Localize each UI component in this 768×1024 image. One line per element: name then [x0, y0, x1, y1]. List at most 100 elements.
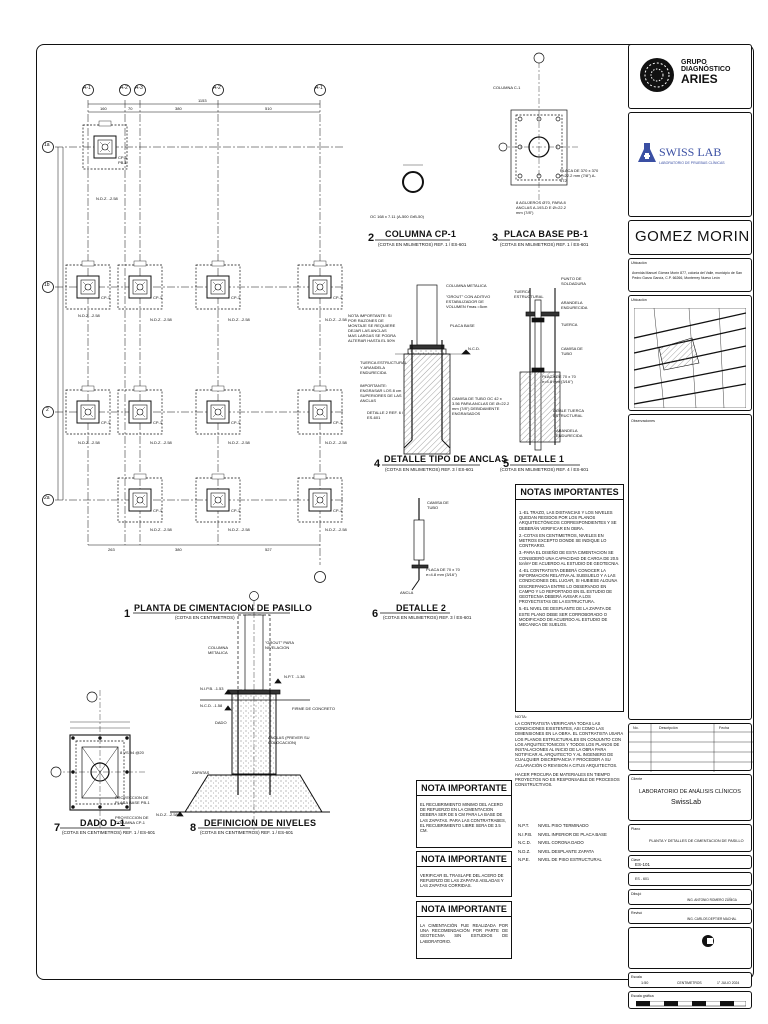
nota-importante-box: NOTA IMPORTANTE LA CIMENTACIÓN FUE REALI…: [416, 901, 512, 959]
footing-tag: CP-1: [231, 508, 241, 513]
nota-importante-box: NOTA IMPORTANTE VERIFICAR EL TRASLAPE DE…: [416, 851, 512, 897]
drawing-subtitle: (COTAS EN MILIMETROS) REF. 1 / ES-601: [378, 242, 467, 247]
footing-tag: CP-1: [101, 295, 111, 300]
footing-level: N.D.Z. -2.58: [228, 527, 250, 532]
drawing-number: 6: [372, 608, 379, 620]
flask-icon: [638, 143, 656, 162]
callout: "GROUT" PARA NIVELACION: [265, 640, 294, 650]
drawing-title: DETALLE 1: [514, 454, 565, 464]
location-map: [634, 308, 746, 408]
callout: TUERCA ESTRUCTURAL: [514, 289, 544, 299]
nota-label: NOTA:: [515, 714, 527, 719]
client-name-2: SwissLab: [671, 799, 701, 806]
rev-value: ES - 601: [635, 877, 649, 881]
sheet-frame: [36, 44, 754, 980]
footing-tag: CP-1: [153, 508, 163, 513]
drawing-subtitle: (COTAS EN MILIMETROS) REF. 3 / ES-601: [383, 615, 472, 620]
dim-top: 70: [128, 106, 133, 111]
grid-col-label: A-2: [213, 85, 221, 91]
aries-wordmark: GRUPO DIAGNÓSTICO ARIES: [681, 59, 730, 85]
nota-text-2: HACER PROCURA DE MATERIALES EN TIEMPO PR…: [515, 771, 620, 788]
client-name: LABORATORIO DE ANÁLISIS CLÍNICOS: [639, 789, 741, 795]
callout: PROYECCION DE COLUMNA CP-1: [115, 815, 149, 825]
note-item: 3.-PARA EL DISEÑO DE ESTA CIMENTACION SE…: [519, 550, 620, 566]
footing-tag: CP-1: [101, 420, 111, 425]
callout: PLACA DE 70 x 70 e=4.8 mm (3/16"): [542, 374, 576, 384]
footing-level: N.D.Z. -2.58: [325, 440, 347, 445]
footing-level: N.D.Z. -2.58: [78, 313, 100, 318]
legend-value: NIVEL PISO TERMINADO: [538, 823, 589, 828]
footing-level: N.D.Z. -2.58: [78, 440, 100, 445]
callout: PUNTO DE SOLDADURA: [561, 276, 586, 286]
level-label: N.D.Z. -2.58: [156, 812, 178, 817]
notes-box: NOTAS IMPORTANTES 1.-EL TRAZO, LAS DISTA…: [515, 484, 624, 712]
legend-value: NIVEL CORONA DADO: [538, 840, 584, 845]
drawing-subtitle: (COTAS EN MILIMETROS) REF. 1 / ES-601: [500, 242, 589, 247]
footing-tag: CP-1: [153, 295, 163, 300]
drawn-by-cell: Dibujó ING. ANTONIO ROMERO ZÚÑIGA: [628, 889, 752, 905]
aries-logo-icon: [640, 58, 674, 92]
legend-value: NIVEL INFERIOR DE PLACA BASE: [538, 831, 607, 837]
logo-line: DIAGNÓSTICO: [681, 66, 731, 73]
callout: ANCLAS (PREVER SU COLOCACION): [268, 735, 310, 745]
footing-tag: CP-1: [231, 295, 241, 300]
drawing-number: 5: [503, 458, 510, 470]
callout: "GROUT" CON ADITIVO ESTABILIZADOR DE VOL…: [446, 294, 491, 309]
key-cell: Clave ES-101: [628, 855, 752, 869]
drawing-subtitle: (COTAS EN CENTIMETROS): [175, 615, 235, 620]
logo-line: ARIES: [681, 72, 718, 86]
scale-label: Escala: [631, 975, 642, 979]
rev-header: No.: [633, 726, 639, 730]
callout: N.C.D.: [468, 346, 480, 351]
rev-header: Descripción: [659, 726, 678, 730]
legend-key: N.P.E.: [518, 857, 530, 862]
footing-tag: CP-1: [333, 420, 343, 425]
client-cell: Cliente LABORATORIO DE ANÁLISIS CLÍNICOS…: [628, 774, 752, 821]
grid-col-label: A-1: [83, 85, 91, 91]
reviewed-by-label: Revisó: [631, 911, 642, 915]
footing-tag: CP-1: [153, 420, 163, 425]
callout: DADO: [215, 720, 227, 725]
level-label: N.I.P.B. -1.53: [200, 686, 224, 691]
address-text: Avenida Manuel Gómez Morín 877, colonia …: [632, 271, 742, 280]
date-value: 1° JULIO 2024: [717, 981, 740, 985]
project-name: GOMEZ MORIN: [635, 228, 750, 245]
grid-col-label: A-3: [135, 85, 143, 91]
rev-header: Fecha: [719, 726, 729, 730]
column-spec: OC 168 x 7.11 (A-500 GrB-50): [370, 214, 424, 219]
footing-level: N.D.Z. -2.58: [325, 527, 347, 532]
legend-key: N.D.Z.: [518, 848, 531, 854]
footing-level: N.D.Z. -2.58: [150, 527, 172, 532]
croquis-label: Ubicación: [631, 298, 647, 302]
drawn-by: ING. ANTONIO ROMERO ZÚÑIGA: [687, 898, 737, 902]
address-label: Ubicación: [631, 261, 647, 265]
swisslab-tagline: LABORATORIO DE PRUEBAS CLÍNICAS: [659, 161, 725, 165]
callout: TUERCA: [561, 322, 578, 327]
nota-importante-title: NOTA IMPORTANTE: [417, 781, 511, 796]
graphic-scale-cell: Escala gráfica: [628, 991, 752, 1009]
nota-importante-text: LA CIMENTACIÓN FUE REALIZADA POR UNA REC…: [420, 923, 508, 944]
nota-block: NOTA: LA CONTRATISTA VERIFICARA TODAS LA…: [515, 714, 623, 787]
logo-line: GRUPO: [681, 59, 707, 66]
callout: ANCLA: [400, 590, 414, 595]
dim-top: 160: [100, 106, 107, 111]
drawing-number: 8: [190, 822, 197, 834]
callout: CAMISA DE TUBO: [561, 346, 583, 356]
nota-text: LA CONTRATISTA VERIFICARA TODAS LAS COND…: [515, 721, 623, 768]
drawing-title: DEFINICION DE NIVELES: [204, 818, 317, 828]
dim-total: 1153: [198, 98, 207, 103]
plan-label: Plano: [631, 827, 641, 831]
callout: TUERCA ESTRUCTURAL Y ARANDELA ENDURECIDA: [360, 360, 407, 375]
callout: PLACA DE 70 x 70 e=4.8 mm (3/16"): [426, 567, 460, 577]
legend-key: N.P.T.: [518, 823, 530, 828]
footing-level: N.D.Z. -2.58: [228, 317, 250, 322]
footing-tag: CP-1: [333, 508, 343, 513]
drawing-number: 7: [54, 822, 61, 834]
seal-icon: [702, 935, 714, 947]
grid-col-label: A-1: [315, 85, 323, 91]
client-label: Cliente: [631, 777, 643, 781]
dim-top: 380: [175, 106, 182, 111]
callout: DOBLE TUERCA ESTRUCTURAL: [553, 408, 584, 418]
callout: PLACA DE 370 x 370 e=22.2 mm (7/8") A-57…: [560, 168, 599, 183]
drawing-number: 1: [124, 608, 131, 620]
